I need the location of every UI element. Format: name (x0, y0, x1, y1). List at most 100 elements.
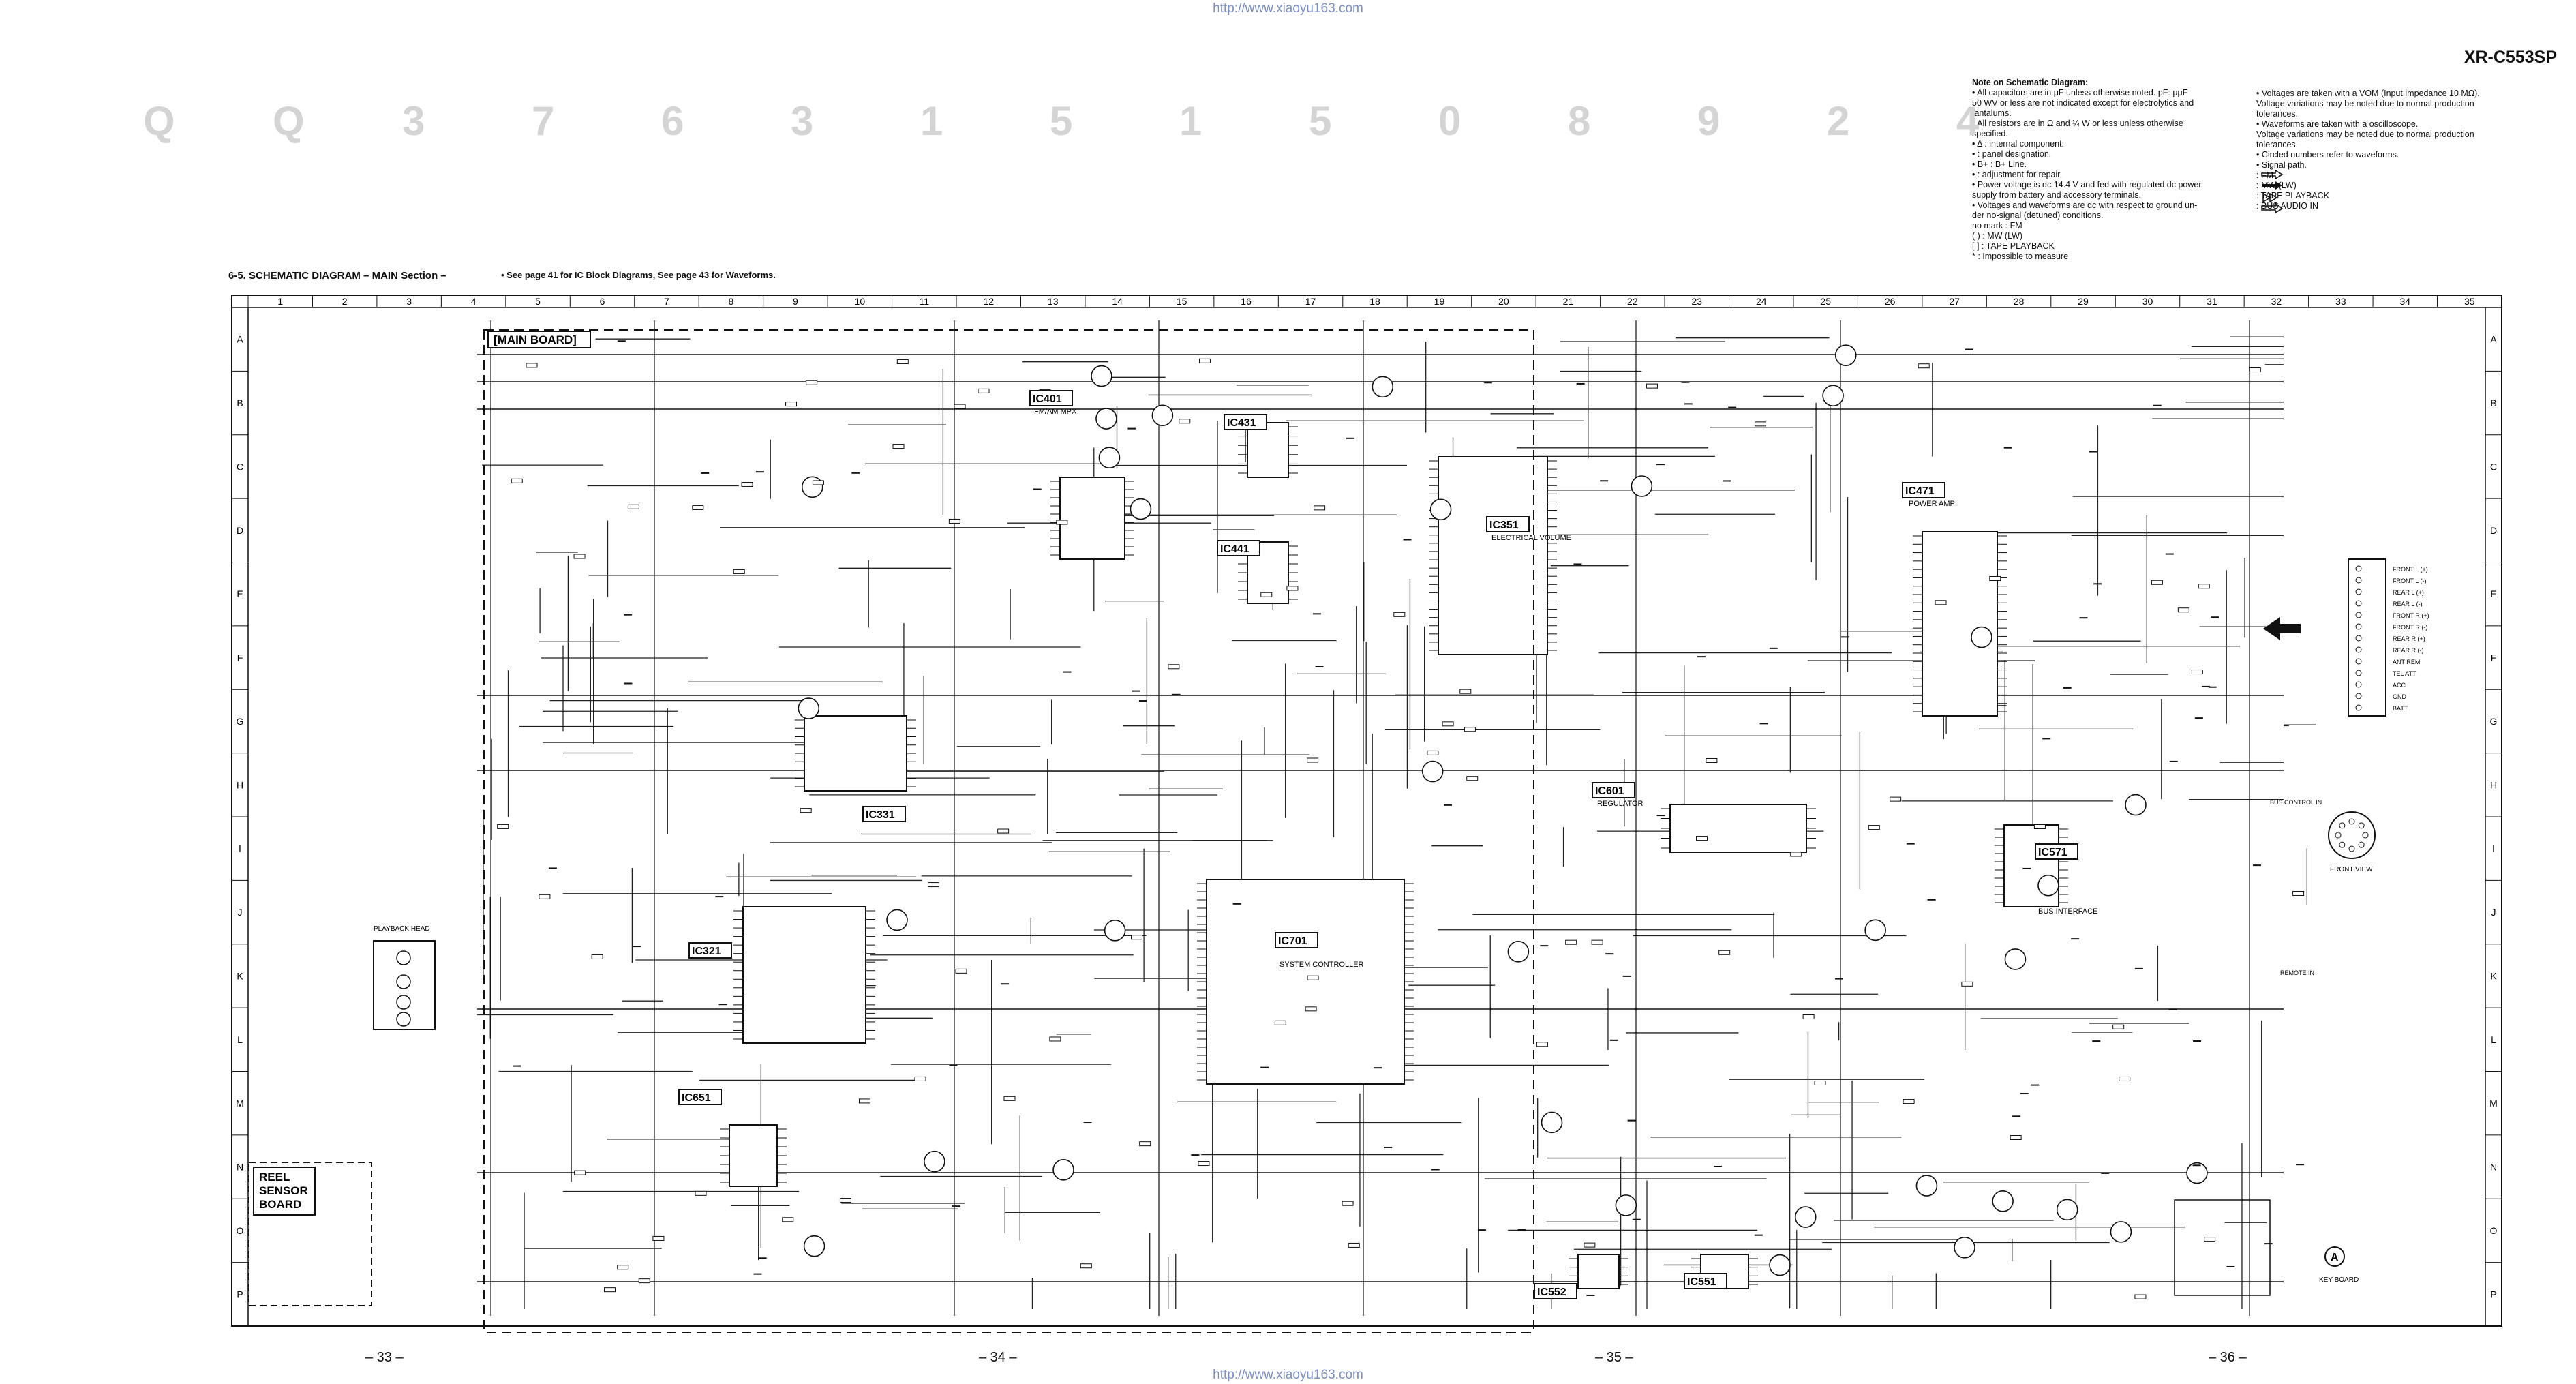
transistor (1834, 344, 1857, 366)
resistor (914, 1076, 926, 1081)
row-label: C (2490, 461, 2497, 472)
transistor (2037, 874, 2059, 897)
connector-pin-label: FRONT L (+) (2393, 566, 2428, 573)
ic-label: IC351 (1489, 520, 1519, 531)
column-label: 28 (2014, 296, 2025, 307)
transistor (1095, 408, 1117, 430)
resistor (896, 359, 909, 364)
watermark-char: 7 (532, 98, 554, 144)
resistor (1049, 1036, 1061, 1042)
ic-label-box (862, 806, 906, 822)
column-label: 14 (1112, 296, 1123, 307)
din-pin (2358, 822, 2365, 829)
ic-label-box (1592, 782, 1635, 798)
output-connector (2348, 558, 2386, 717)
note-line: : BUS AUDIO IN (2256, 201, 2318, 211)
transistor (801, 476, 823, 498)
ic471-caption: POWER AMP (1909, 500, 1955, 508)
resistor (858, 1098, 870, 1104)
note-line: tolerances. (2256, 140, 2299, 149)
resistor (733, 569, 745, 574)
transistor (798, 697, 820, 719)
column-label: 31 (2207, 296, 2217, 307)
connector-pin-label: ACC (2393, 682, 2406, 689)
source-url-top: http://www.xiaoyu163.com (1213, 1, 1363, 16)
transistor (1971, 626, 1992, 648)
row-label: M (236, 1098, 244, 1109)
head-coil (396, 950, 411, 965)
column-label: 9 (793, 296, 798, 307)
row-label: I (239, 843, 241, 854)
resistor (591, 954, 603, 959)
column-label: 20 (1498, 296, 1509, 307)
reel-sensor-label: REEL (259, 1171, 290, 1184)
key-board-label: KEY BOARD (2319, 1276, 2359, 1284)
note-line: • Waveforms are taken with a oscilloscop… (2256, 119, 2419, 129)
wiring (477, 320, 2316, 1316)
transistor (1631, 475, 1653, 497)
connector-pin-label: REAR R (-) (2393, 647, 2424, 654)
note-line: der no-signal (detuned) conditions. (1972, 211, 2104, 220)
ic-label-box (1029, 390, 1073, 406)
ic601-caption: REGULATOR (1597, 800, 1643, 808)
watermark-char: Q (143, 98, 175, 144)
resistor (1459, 689, 1472, 694)
outer-frame (231, 295, 2502, 1327)
transistor (1098, 447, 1121, 469)
key-board-connector (2174, 1199, 2271, 1296)
page-number: – 33 – (365, 1350, 404, 1365)
resistor (2177, 607, 2189, 613)
connector-pin (2355, 623, 2362, 630)
resistor (839, 1198, 851, 1203)
resistor (1342, 1201, 1354, 1206)
row-label: N (237, 1162, 243, 1173)
resistor (1442, 721, 1454, 727)
resistor (741, 481, 753, 487)
transistor (1421, 760, 1444, 783)
resistor (1903, 1099, 1915, 1104)
watermark-char: 9 (1697, 98, 1720, 144)
column-label: 2 (342, 296, 348, 307)
connector-pin (2355, 635, 2362, 642)
transistor (1052, 1159, 1074, 1181)
ic701-caption: SYSTEM CONTROLLER (1279, 961, 1364, 969)
resistor (604, 1287, 616, 1293)
note-line: • B+ : B+ Line. (1972, 160, 2027, 169)
connector-pin-label: REAR L (+) (2393, 589, 2424, 596)
resistor (497, 824, 509, 829)
ic-label: IC701 (1278, 935, 1307, 947)
resistor (1565, 939, 1577, 945)
transistor (1954, 1236, 1975, 1259)
transistor (2110, 1221, 2132, 1243)
ic-body (1206, 879, 1405, 1085)
resistor (1814, 1081, 1826, 1086)
connector-pin (2355, 693, 2362, 699)
resistor (1314, 505, 1326, 511)
column-label: 32 (2271, 296, 2282, 307)
ic-body (1438, 456, 1548, 655)
row-label: D (237, 525, 243, 536)
row-label: G (2490, 716, 2498, 727)
connector-pin (2355, 565, 2362, 572)
column-label: 22 (1627, 296, 1638, 307)
resistor (1307, 757, 1319, 763)
row-label: A (2490, 334, 2497, 345)
ic-label: IC552 (1537, 1287, 1566, 1298)
transistor (2125, 794, 2147, 816)
head-coil (396, 1012, 411, 1027)
connector-pin-label: REAR L (-) (2393, 601, 2423, 607)
resistor (1464, 727, 1476, 732)
resistor (892, 444, 905, 449)
note-line: tolerances. (2256, 109, 2299, 119)
column-label: 29 (2078, 296, 2089, 307)
ic351-caption: ELECTRICAL VOLUME (1491, 534, 1571, 542)
ic-body (1922, 531, 1998, 717)
ic-label: IC431 (1227, 417, 1256, 429)
transistor (1130, 498, 1152, 520)
resistor (1305, 1006, 1317, 1012)
resistor (1890, 796, 1902, 802)
column-label: 7 (664, 296, 669, 307)
resistor (1718, 950, 1731, 955)
watermark-char: 3 (791, 98, 813, 144)
